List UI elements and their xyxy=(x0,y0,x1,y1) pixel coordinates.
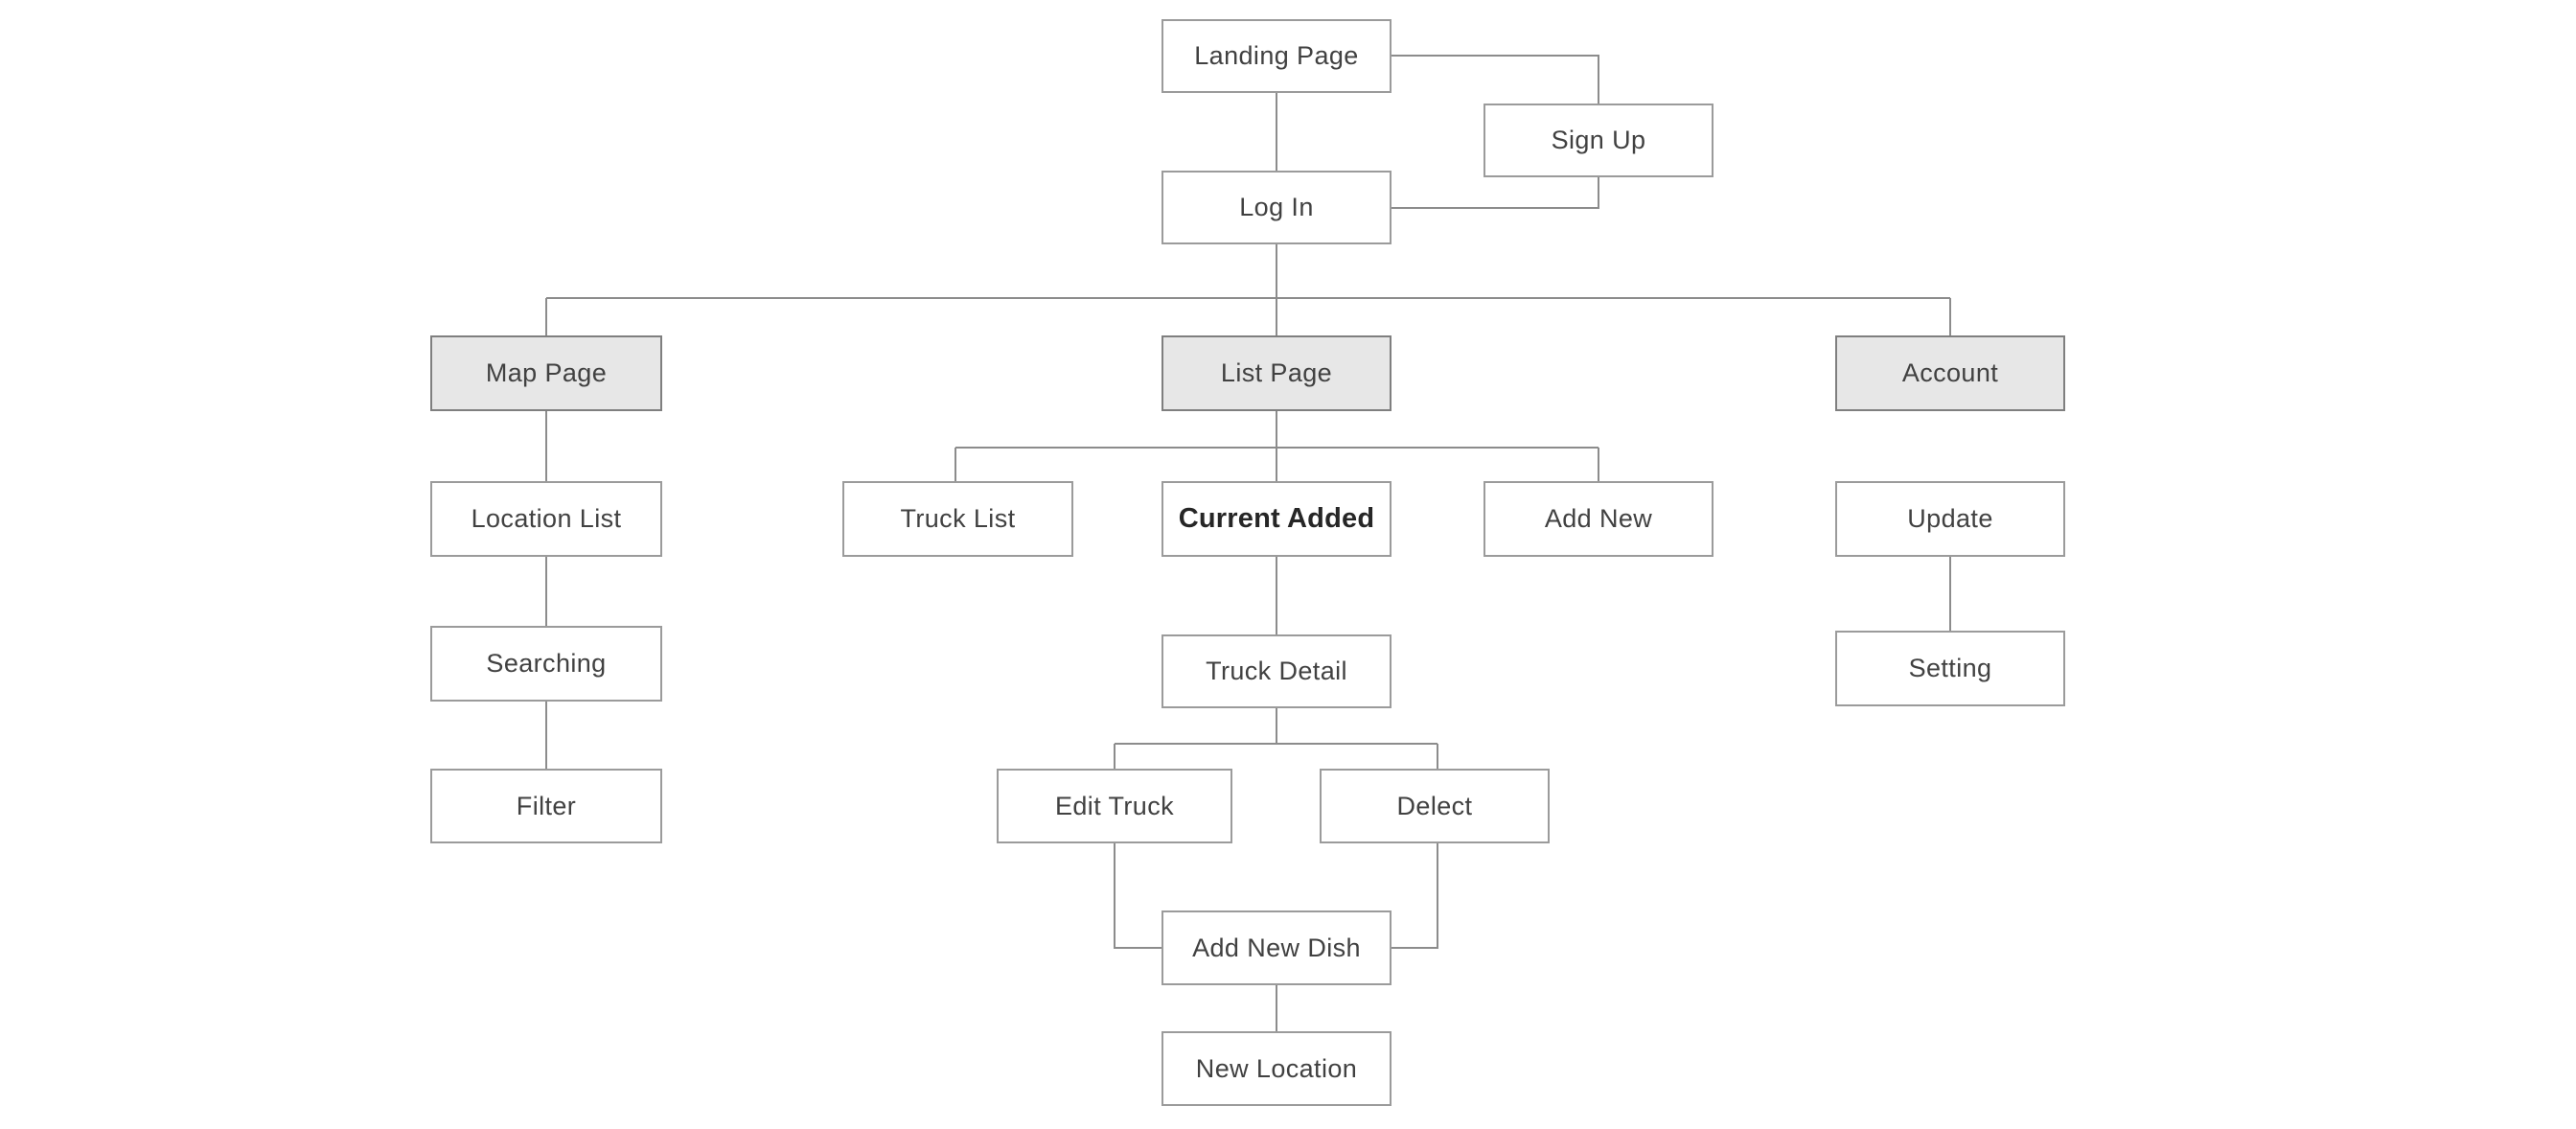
node-sign-up[interactable]: Sign Up xyxy=(1484,104,1714,177)
node-update[interactable]: Update xyxy=(1835,481,2065,557)
node-label-location-list: Location List xyxy=(471,504,622,533)
node-label-setting: Setting xyxy=(1908,654,1992,682)
node-add-new[interactable]: Add New xyxy=(1484,481,1714,557)
node-label-edit-truck: Edit Truck xyxy=(1054,791,1175,820)
node-list-page[interactable]: List Page xyxy=(1162,335,1392,411)
node-add-new-dish[interactable]: Add New Dish xyxy=(1162,910,1392,985)
node-label-log-in: Log In xyxy=(1239,193,1314,221)
node-log-in[interactable]: Log In xyxy=(1162,171,1392,244)
node-new-location[interactable]: New Location xyxy=(1162,1031,1392,1106)
node-label-current-added: Current Added xyxy=(1178,503,1375,534)
node-label-list-page: List Page xyxy=(1220,358,1333,387)
node-truck-detail[interactable]: Truck Detail xyxy=(1162,634,1392,708)
node-label-filter: Filter xyxy=(516,791,577,820)
node-label-new-location: New Location xyxy=(1195,1053,1358,1083)
node-label-truck-detail: Truck Detail xyxy=(1206,657,1347,685)
edge-signup-to-login xyxy=(1392,177,1599,209)
edge-delect-to-dish xyxy=(1392,843,1438,949)
node-edit-truck[interactable]: Edit Truck xyxy=(997,769,1232,843)
node-label-delect: Delect xyxy=(1396,791,1473,820)
node-label-landing-page: Landing Page xyxy=(1194,41,1359,70)
node-filter[interactable]: Filter xyxy=(430,769,662,843)
edge-landing-to-signup xyxy=(1392,55,1599,104)
node-location-list[interactable]: Location List xyxy=(430,481,662,557)
node-setting[interactable]: Setting xyxy=(1835,631,2065,706)
edge-edit-truck-to-dish xyxy=(1114,843,1162,949)
node-label-add-new-dish: Add New Dish xyxy=(1192,933,1361,962)
node-current-added[interactable]: Current Added xyxy=(1162,481,1392,557)
node-account[interactable]: Account xyxy=(1835,335,2065,411)
node-landing-page[interactable]: Landing Page xyxy=(1162,19,1392,93)
node-delect[interactable]: Delect xyxy=(1320,769,1550,843)
node-searching[interactable]: Searching xyxy=(430,626,662,702)
node-label-add-new: Add New xyxy=(1544,504,1653,533)
node-label-update: Update xyxy=(1907,504,1993,533)
node-map-page[interactable]: Map Page xyxy=(430,335,662,411)
node-label-truck-list: Truck List xyxy=(900,504,1016,533)
node-label-searching: Searching xyxy=(486,649,607,678)
node-label-map-page: Map Page xyxy=(485,358,608,387)
node-label-account: Account xyxy=(1901,358,1999,387)
node-label-sign-up: Sign Up xyxy=(1551,126,1646,154)
node-truck-list[interactable]: Truck List xyxy=(842,481,1073,557)
